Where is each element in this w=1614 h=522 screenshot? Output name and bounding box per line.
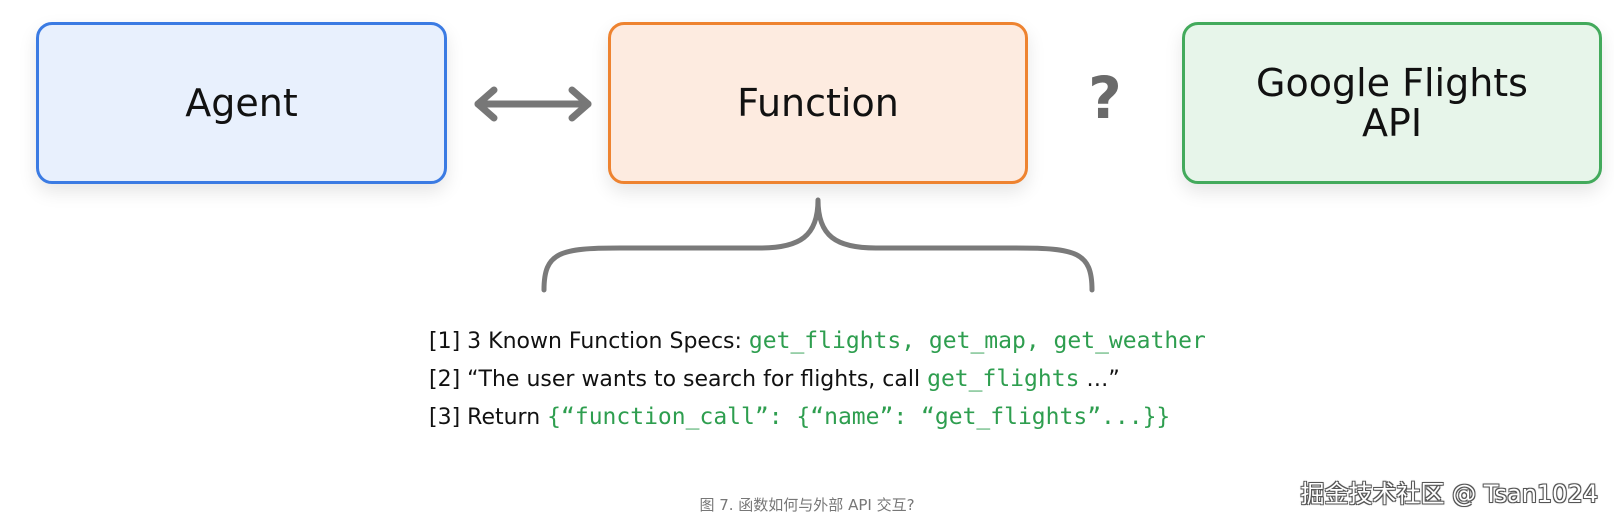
- spec-line-2-suffix: …”: [1079, 367, 1120, 392]
- function-label: Function: [737, 81, 899, 125]
- spec-line-3-code: {“function_call”: {“name”: “get_flights”…: [547, 404, 1171, 430]
- google-flights-api-box: Google Flights API: [1182, 22, 1602, 184]
- spec-line-2-code: get_flights: [927, 366, 1080, 392]
- agent-box: Agent: [36, 22, 447, 184]
- spec-line-1-prefix: [1] 3 Known Function Specs:: [429, 329, 749, 354]
- curly-brace: [541, 197, 1095, 293]
- watermark: 掘金技术社区 @ Tsan1024: [1300, 480, 1598, 508]
- google-flights-api-label: Google Flights API: [1256, 61, 1528, 145]
- spec-line-2-prefix: [2] “The user wants to search for flight…: [429, 367, 928, 392]
- function-spec-list: [1] 3 Known Function Specs: get_flights,…: [429, 322, 1329, 436]
- spec-line-1-code: get_flights, get_map, get_weather: [748, 328, 1206, 354]
- function-box: Function: [608, 22, 1028, 184]
- question-mark: ?: [1088, 64, 1122, 132]
- agent-label: Agent: [185, 81, 298, 125]
- spec-line-1: [1] 3 Known Function Specs: get_flights,…: [429, 322, 1329, 360]
- spec-line-3-prefix: [3] Return: [429, 405, 548, 430]
- figure-caption: 图 7. 函数如何与外部 API 交互?: [699, 496, 915, 514]
- spec-line-3: [3] Return {“function_call”: {“name”: “g…: [429, 398, 1329, 436]
- spec-line-2: [2] “The user wants to search for flight…: [429, 360, 1329, 398]
- double-arrow-icon: [474, 86, 592, 122]
